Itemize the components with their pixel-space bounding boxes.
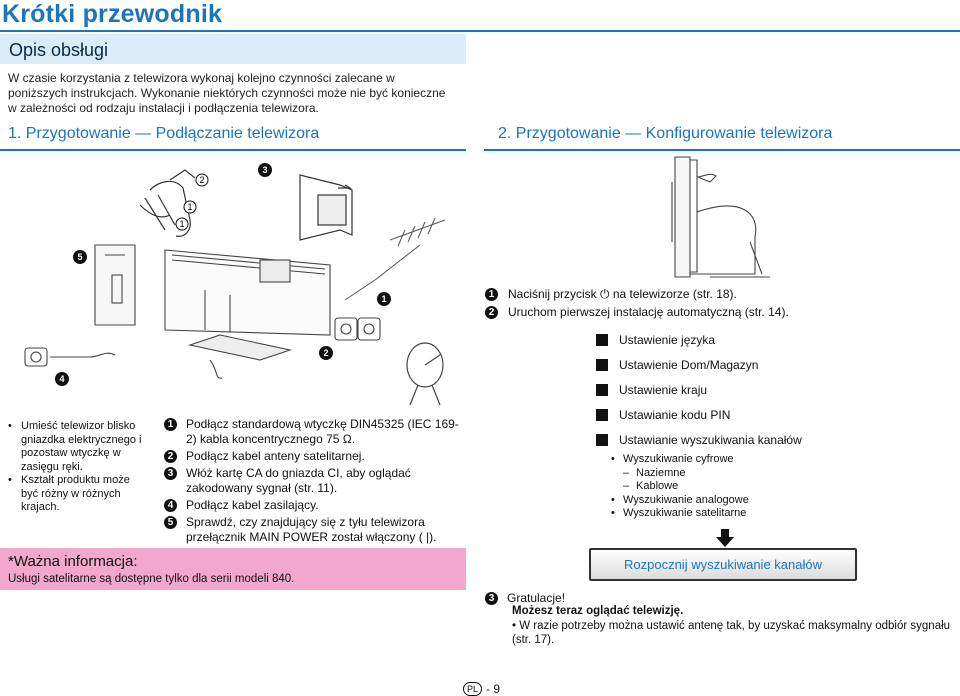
step-text: Podłącz kabel anteny satelitarnej. — [186, 449, 365, 463]
step-number: 2 — [485, 305, 498, 319]
step-text: Podłącz kabel zasilający. — [186, 498, 319, 512]
page-number: PL - 9 — [463, 682, 500, 696]
svg-text:4: 4 — [59, 374, 64, 384]
search-option: Wyszukiwanie analogowe — [610, 494, 749, 508]
svg-text:3: 3 — [262, 165, 267, 175]
congrats-bold: Możesz teraz oglądać telewizję. — [512, 605, 684, 617]
search-option: Naziemne — [610, 467, 749, 481]
square-bullet-icon — [596, 384, 608, 396]
square-bullet-icon — [596, 334, 608, 346]
tv-side-illustration — [671, 156, 770, 278]
step-number: 4 — [164, 499, 177, 512]
setup-step-row: 2 Uruchom pierwszej instalację automatycz… — [485, 305, 789, 319]
setup-step-row: 1 Naciśnij przycisk ⏻ na telewizorze (str… — [485, 287, 789, 302]
step-number: 2 — [164, 450, 177, 463]
note-bullet: Kształt produktu może być różny w różnyc… — [8, 474, 148, 515]
diagram-number-markers: 2 1 1 3 5 1 2 4 — [55, 163, 391, 386]
language-badge: PL — [463, 682, 483, 696]
step-row: 3 Włóż kartę CA do gniazda CI, aby ogląda… — [164, 466, 464, 496]
step-number: 1 — [164, 418, 177, 431]
setting-home-store: Ustawienie Dom/Magazyn — [596, 358, 758, 372]
step-number: 5 — [164, 516, 177, 529]
step-number: 1 — [485, 288, 498, 301]
important-note-text: Usługi satelitarne są dostępne tylko dla… — [8, 573, 295, 585]
page-number-text: - 9 — [486, 682, 501, 696]
tv-rear-drawing — [164, 249, 331, 379]
step-text: Włóż kartę CA do gniazda CI, aby oglądać… — [186, 466, 411, 495]
setting-channel-search: Ustawianie wyszukiwania kanałów — [596, 433, 802, 447]
step-text: Uruchom pierwszej instalację automatyczn… — [508, 305, 789, 319]
title-rule — [0, 30, 960, 32]
step-text: Naciśnij przycisk ⏻ na telewizorze (str.… — [508, 287, 737, 301]
setup-steps: 1 Naciśnij przycisk ⏻ na telewizorze (str… — [485, 287, 789, 322]
step-row: 1 Podłącz standardową wtyczkę DIN45325 (I… — [164, 417, 464, 447]
setting-country: Ustawienie kraju — [596, 383, 707, 397]
setting-pin: Ustawianie kodu PIN — [596, 408, 730, 422]
section2-rule — [484, 149, 960, 151]
intro-text: W czasie korzystania z telewizora wykona… — [8, 71, 446, 115]
page-title: Krótki przewodnik — [2, 0, 223, 28]
square-bullet-icon — [596, 359, 608, 371]
step-number: 3 — [485, 592, 498, 605]
important-note-box — [0, 548, 466, 590]
opis-heading-bar — [0, 34, 466, 64]
svg-text:5: 5 — [77, 252, 82, 262]
note-bullet: Umieść telewizor blisko gniazdka elektry… — [8, 420, 148, 474]
opis-heading: Opis obsługi — [9, 40, 109, 60]
svg-text:2: 2 — [323, 348, 328, 358]
step-row: 4 Podłącz kabel zasilający. — [164, 498, 464, 513]
step-row: 2 Podłącz kabel anteny satelitarnej. — [164, 449, 464, 464]
setting-language: Ustawienie języka — [596, 333, 715, 347]
start-channel-search-button[interactable]: Rozpocznij wyszukiwanie kanałów — [589, 548, 857, 581]
ci-card-drawing — [299, 174, 353, 241]
search-option: Kablowe — [610, 480, 749, 494]
section1-title: 1. Przygotowanie — Podłączanie telewizor… — [8, 125, 320, 142]
important-note-title: *Ważna informacja: — [8, 553, 138, 570]
svg-text:1: 1 — [187, 202, 192, 212]
connection-steps: 1 Podłącz standardową wtyczkę DIN45325 (I… — [164, 417, 464, 547]
square-bullet-icon — [596, 409, 608, 421]
tv-connection-illustration: 2 1 1 3 5 1 2 4 — [24, 163, 446, 406]
search-option: Wyszukiwanie cyfrowe — [610, 453, 749, 467]
antenna-drawing — [344, 217, 446, 301]
connector-drawings — [24, 317, 381, 367]
section2-title: 2. Przygotowanie — Konfigurowanie telewi… — [498, 125, 833, 142]
square-bullet-icon — [596, 434, 608, 446]
congrats-bullet: • W razie potrzeby można ustawić antenę … — [512, 620, 951, 646]
step-row: 5 Sprawdź, czy znajdujący się z tyłu tele… — [164, 515, 464, 545]
svg-text:2: 2 — [199, 175, 204, 185]
back-panel-drawing — [94, 244, 136, 326]
search-options-list: Wyszukiwanie cyfrowe Naziemne Kablowe Wy… — [610, 453, 749, 521]
step-text: Podłącz standardową wtyczkę DIN45325 (IE… — [186, 417, 459, 446]
section1-rule — [0, 149, 466, 151]
search-option: Wyszukiwanie satelitarne — [610, 507, 749, 521]
satellite-dish-drawing — [406, 342, 444, 406]
down-arrow-icon — [716, 529, 734, 547]
step-text: Sprawdź, czy znajdujący się z tyłu telew… — [186, 515, 437, 544]
placement-notes: Umieść telewizor blisko gniazdka elektry… — [8, 420, 148, 515]
step-number: 3 — [164, 467, 177, 480]
svg-text:1: 1 — [381, 294, 386, 304]
svg-text:1: 1 — [179, 219, 184, 229]
